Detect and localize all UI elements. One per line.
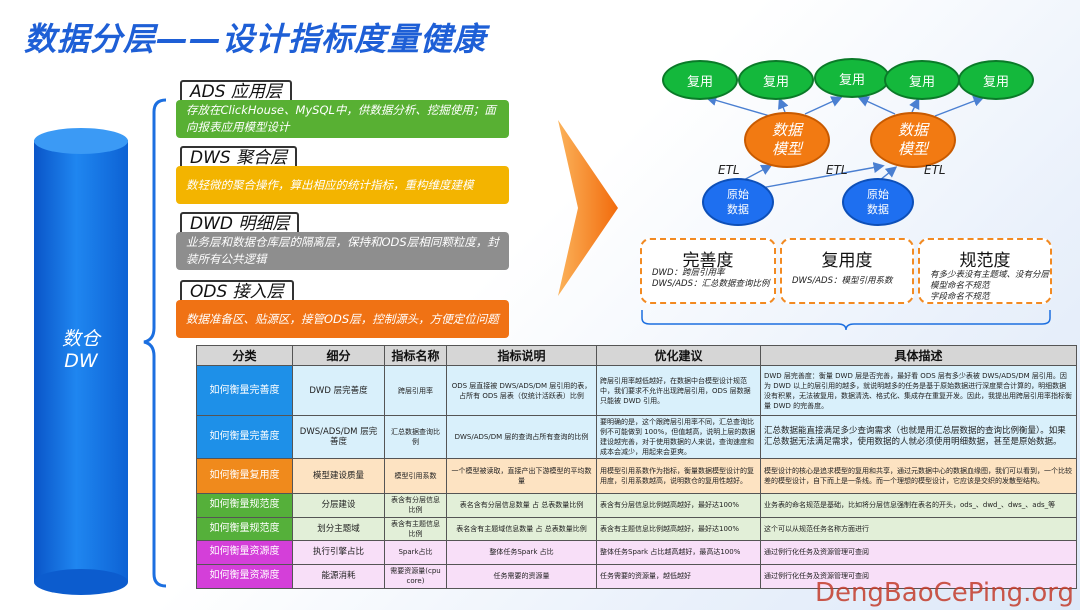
table-cell-metric-desc: 整体任务Spark 占比 xyxy=(446,539,597,565)
dw-cylinder: 数仓 DW xyxy=(34,128,128,595)
metric-title: 规范度 xyxy=(959,251,1011,271)
table-cell-metric-desc: 表名含有分层信息数量 占 总表数量比例 xyxy=(446,492,597,518)
table-row: 如何衡量复用度模型建设质量模型引用系数一个模型被读取，直接产出下游模型的平均数量… xyxy=(196,458,1077,494)
data-model-node: 数据 模型 xyxy=(744,112,830,168)
dw-label-cn: 数仓 xyxy=(61,328,100,350)
layer-dws-desc: 数轻微的聚合操作，算出相应的统计指标，重构维度建模 xyxy=(176,166,509,204)
table-cell-suggestion: 任务需要的资源量，越低越好 xyxy=(596,563,761,590)
table-cell-suggestion: 表含有分层信息比例越高越好，最好达100% xyxy=(596,492,761,518)
reuse-node: 复用 xyxy=(738,60,814,100)
table-row: 如何衡量规范度分层建设表含有分层信息比例表名含有分层信息数量 占 总表数量比例表… xyxy=(196,492,1077,518)
table-header: 指标说明 xyxy=(446,345,597,366)
table-cell-metric-name: 需要资源量(cpu core) xyxy=(384,563,447,590)
metric-reuse: 复用度 DWS/ADS：模型引用系数 xyxy=(780,238,914,304)
reuse-node: 复用 xyxy=(662,60,738,100)
layer-dwd-desc: 业务层和数据仓库层的隔离层，保持和ODS层相同颗粒度，封装所有公共逻辑 xyxy=(176,232,509,270)
table-cell-detail: 这个可以从规范任务名称方面进行 xyxy=(760,516,1077,541)
metric-bracket xyxy=(641,310,1051,331)
metric-desc: 有多少表没有主题域、没有分层 模型命名不规范 字段命名不规范 xyxy=(930,270,1050,302)
table-cell-suggestion: 整体任务Spark 占比越高越好，最高达100% xyxy=(596,539,761,565)
table-cell-metric-name: Spark占比 xyxy=(384,539,447,565)
table-cell-metric-name: 表含有主题信息比例 xyxy=(384,516,447,541)
table-cell-metric-name: 跨层引用率 xyxy=(384,364,447,417)
raw-data-node: 原始 数据 xyxy=(702,178,774,226)
table-cell-subcategory: 模型建设质量 xyxy=(292,458,385,494)
table-cell-detail: DWD 层完善度：衡量 DWD 层是否完善，最好看 ODS 层有多少表被 DWS… xyxy=(760,364,1077,417)
reuse-node: 复用 xyxy=(958,60,1034,100)
table-cell-category: 如何衡量复用度 xyxy=(196,458,293,494)
table-cell-category: 如何衡量规范度 xyxy=(196,516,293,541)
table-cell-metric-name: 模型引用系数 xyxy=(384,458,447,494)
table-cell-metric-desc: ODS 层直接被 DWS/ADS/DM 层引用的表，占所有 ODS 层表（仅统计… xyxy=(446,364,597,417)
table-cell-suggestion: 跨层引用率越低越好，在数据中台模型设计规范中，我们要求不允许出现跨层引用，ODS… xyxy=(596,364,761,417)
table-cell-category: 如何衡量完善度 xyxy=(196,415,293,460)
table-row: 如何衡量资源度能源消耗需要资源量(cpu core)任务需要的资源量任务需要的资… xyxy=(196,563,1077,590)
table-cell-suggestion: 用模型引用系数作为指标，衡量数据模型设计的复用度，引用系数越高，说明数仓的复用性… xyxy=(596,458,761,494)
raw-data-node: 原始 数据 xyxy=(842,178,914,226)
table-cell-subcategory: 能源消耗 xyxy=(292,563,385,590)
reuse-node: 复用 xyxy=(884,60,960,100)
table-cell-subcategory: 执行引擎占比 xyxy=(292,539,385,565)
layer-ods-desc: 数据准备区、贴源区，接管ODS层，控制源头，方便定位问题 xyxy=(176,300,509,338)
etl-label: ETL xyxy=(826,163,848,177)
table-header-row: 分类 细分 指标名称 指标说明 优化建议 具体描述 xyxy=(196,345,1077,366)
table-cell-subcategory: 划分主题域 xyxy=(292,516,385,541)
table-cell-detail: 模型设计的核心是追求模型的复用和共享，通过元数据中心的数据血缘图，我们可以看到，… xyxy=(760,458,1077,494)
table-header: 指标名称 xyxy=(384,345,447,366)
diagram-arrows xyxy=(705,94,985,191)
watermark: DengBaoCePing.org xyxy=(814,578,1074,608)
table-cell-suggestion: 要明确的是，这个跟跨层引用率不同，汇总查询比例不可能做到 100%，但值越高，说… xyxy=(596,415,761,460)
table-cell-subcategory: DWS/ADS/DM 层完善度 xyxy=(292,415,385,460)
table-header: 具体描述 xyxy=(760,345,1077,366)
table-cell-suggestion: 表含有主题信息比例越高越好，最好达100% xyxy=(596,516,761,541)
metric-standard: 规范度 有多少表没有主题域、没有分层 模型命名不规范 字段命名不规范 xyxy=(918,238,1052,304)
metric-desc: DWS/ADS：模型引用系数 xyxy=(792,276,893,286)
table-header: 优化建议 xyxy=(596,345,761,366)
big-arrow-right xyxy=(558,120,618,296)
etl-label: ETL xyxy=(718,163,740,177)
table-cell-detail: 业务表的命名规范是基础，比如将分层信息强制在表名的开头，ods_、dwd_、dw… xyxy=(760,492,1077,518)
table-cell-metric-name: 汇总数据查询比例 xyxy=(384,415,447,460)
table-cell-metric-name: 表含有分层信息比例 xyxy=(384,492,447,518)
table-cell-detail: 通过例行化任务及资源管理可查阅 xyxy=(760,539,1077,565)
layer-ads-desc: 存放在ClickHouse、MySQL中，供数据分析、挖掘使用；面向报表应用模型… xyxy=(176,100,509,138)
table-cell-metric-desc: 任务需要的资源量 xyxy=(446,563,597,590)
metric-title: 完善度 xyxy=(682,251,734,271)
reuse-node: 复用 xyxy=(814,58,890,98)
table-cell-subcategory: DWD 层完善度 xyxy=(292,364,385,417)
table-cell-detail: 汇总数据能直接满足多少查询需求（也就是用汇总层数据的查询比例衡量）。如果汇总数据… xyxy=(760,415,1077,460)
table-cell-metric-desc: 一个模型被读取，直接产出下游模型的平均数量 xyxy=(446,458,597,494)
table-cell-category: 如何衡量资源度 xyxy=(196,539,293,565)
dw-label-en: DW xyxy=(64,350,98,372)
table-cell-metric-desc: DWS/ADS/DM 层的查询占所有查询的比例 xyxy=(446,415,597,460)
table-cell-metric-desc: 表名含有主题域信息数量 占 总表数量比例 xyxy=(446,516,597,541)
table-header: 分类 xyxy=(196,345,293,366)
table-cell-detail: 通过例行化任务及资源管理可查阅 xyxy=(760,563,1077,590)
table-cell-category: 如何衡量规范度 xyxy=(196,492,293,518)
metric-completeness: 完善度 DWD：跨层引用率 DWS/ADS：汇总数据查询比例 xyxy=(640,238,776,304)
data-model-node: 数据 模型 xyxy=(870,112,956,168)
table-header: 细分 xyxy=(292,345,385,366)
layer-bracket xyxy=(143,98,167,588)
metric-title: 复用度 xyxy=(821,251,873,271)
page-title: 数据分层——设计指标度量健康 xyxy=(24,20,487,58)
table-cell-category: 如何衡量资源度 xyxy=(196,563,293,590)
etl-label: ETL xyxy=(924,163,946,177)
metric-desc: DWD：跨层引用率 DWS/ADS：汇总数据查询比例 xyxy=(652,268,770,289)
table-cell-subcategory: 分层建设 xyxy=(292,492,385,518)
table-cell-category: 如何衡量完善度 xyxy=(196,364,293,417)
table-row: 如何衡量规范度划分主题域表含有主题信息比例表名含有主题域信息数量 占 总表数量比… xyxy=(196,516,1077,541)
